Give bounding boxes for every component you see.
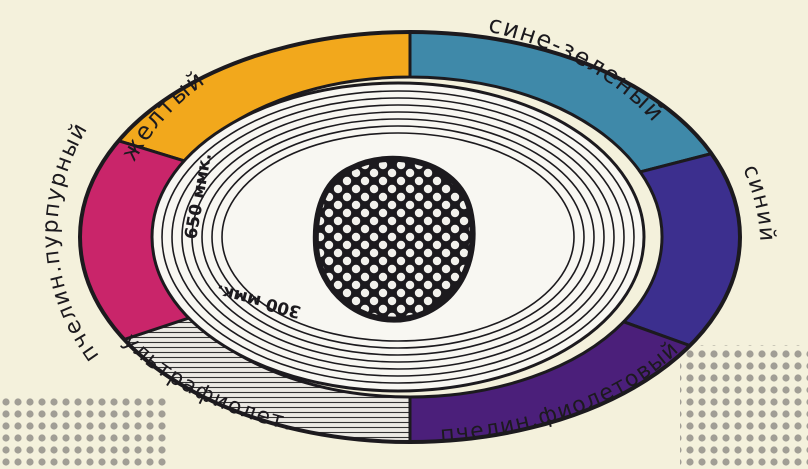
compound-eye-icon <box>316 159 473 320</box>
sector-label-blue: синий <box>737 161 779 243</box>
